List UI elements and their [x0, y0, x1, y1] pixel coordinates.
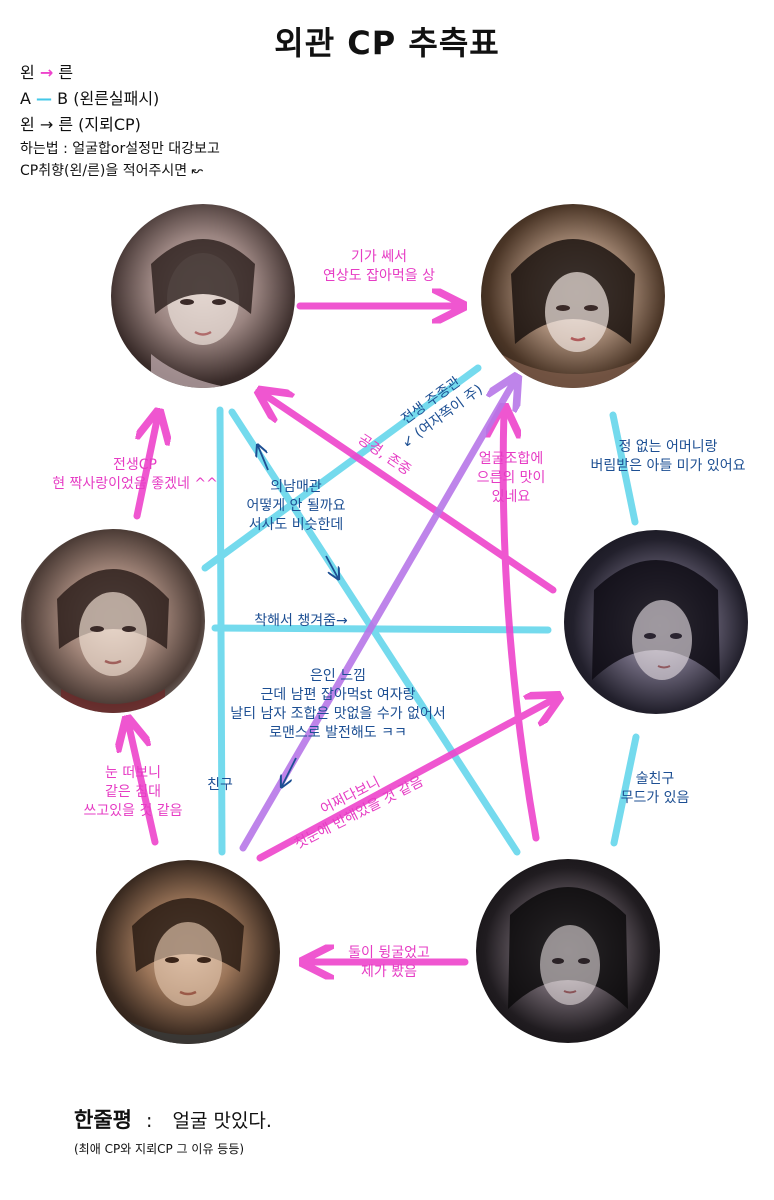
- legend-row-landmine: 왼 → 른 (지뢰CP): [20, 112, 220, 138]
- portrait-middle-left: [21, 529, 205, 713]
- one-line-review: 한줄평 : 얼굴 맛있다.: [74, 1104, 272, 1134]
- black-arrow-icon: →: [39, 115, 54, 134]
- legend-row-mutual: A — B (왼른실패시): [20, 86, 220, 112]
- label-kind: 착해서 챙겨줌→: [254, 613, 348, 629]
- portrait-top-left: [111, 204, 295, 388]
- arrow-small-diag: [282, 757, 297, 786]
- line-ml-tr: [201, 364, 482, 572]
- label-tr-mr: 정 없는 어머니랑 버림받은 아들 미가 있어요: [590, 439, 746, 474]
- line-mr-br: [610, 733, 640, 847]
- legend-a: A: [20, 89, 31, 108]
- line-ml-mr: [211, 624, 552, 634]
- label-benefactor: 은인 느낌 근데 남편 잡아먹st 여자랑 날티 남자 조합은 맛없을 수가 없…: [230, 668, 446, 741]
- arrow-bl-ml: [128, 722, 159, 846]
- label-tl-tr: 기가 쎄서 연상도 잡아먹을 상: [323, 249, 435, 284]
- legend-right: 른: [58, 63, 74, 82]
- line-tr-mr: [609, 411, 639, 526]
- label-face-combo: 얼굴조합에 으른의 맛이 있네요: [476, 451, 546, 505]
- arrow-bl-mr: [256, 698, 556, 862]
- page-title: 외관 CP 추측표: [274, 24, 500, 62]
- character-face-icon: [508, 887, 628, 1009]
- legend-left: 왼: [20, 115, 35, 134]
- pink-arrow-icon: →: [39, 63, 54, 82]
- legend: 왼 → 른 A — B (왼른실패시) 왼 → 른 (지뢰CP) 하는법 : 얼…: [20, 60, 220, 182]
- legend-howto-2: CP취향(왼/른)을 적어주시면 ↜: [20, 163, 204, 179]
- cyan-line-icon: —: [36, 89, 53, 108]
- one-line-review-label: 한줄평: [74, 1108, 132, 1132]
- arrow-bl-tr-purple: [239, 380, 515, 852]
- portrait-top-right: [481, 204, 665, 388]
- label-br-bl: 둘이 뒹굴었고 제가 봤음: [348, 945, 430, 980]
- portrait-bottom-left: [96, 860, 280, 1044]
- arrow-ml-tl: [133, 415, 158, 520]
- label-bl-ml: 눈 떠보니 같은 침대 쓰고있을 것 같음: [83, 765, 183, 819]
- legend-row-one-way: 왼 → 른: [20, 60, 220, 86]
- portrait-middle-right: [564, 530, 748, 714]
- legend-right: 른: [58, 115, 74, 134]
- legend-b: B: [57, 89, 69, 108]
- arrow-small-down: [325, 555, 338, 578]
- label-drinking: 술친구 무드가 있음: [620, 771, 690, 806]
- character-face-icon: [151, 239, 255, 388]
- legend-note-mutual: (왼른실패시): [73, 89, 160, 108]
- line-tl-br-long: [228, 408, 521, 856]
- portrait-bottom-right: [476, 859, 660, 1043]
- legend-left: 왼: [20, 63, 35, 82]
- character-face-icon: [592, 560, 720, 680]
- one-line-review-colon: :: [146, 1110, 153, 1132]
- legend-note-landmine: (지뢰CP): [78, 115, 141, 134]
- one-line-review-hint: (최애 CP와 지뢰CP 그 이유 등등): [74, 1142, 245, 1156]
- character-face-icon: [501, 239, 651, 388]
- label-ambiguous: 의남매관 어떻게 안 될까요 서사도 비슷한데: [246, 479, 346, 533]
- character-face-icon: [126, 898, 250, 1044]
- label-ml-tl: 전생CP 현 짝사랑이었음 좋겠네 ^^: [52, 457, 218, 492]
- line-friend-vertical: [216, 406, 226, 856]
- arrow-small-up: [258, 446, 269, 471]
- one-line-review-text: 얼굴 맛있다.: [172, 1110, 272, 1132]
- arrow-br-tr: [503, 410, 540, 842]
- legend-howto-1: 하는법 : 얼굴합or설정만 대강보고: [20, 141, 220, 157]
- character-face-icon: [57, 569, 169, 713]
- label-friend: 친구: [207, 777, 233, 793]
